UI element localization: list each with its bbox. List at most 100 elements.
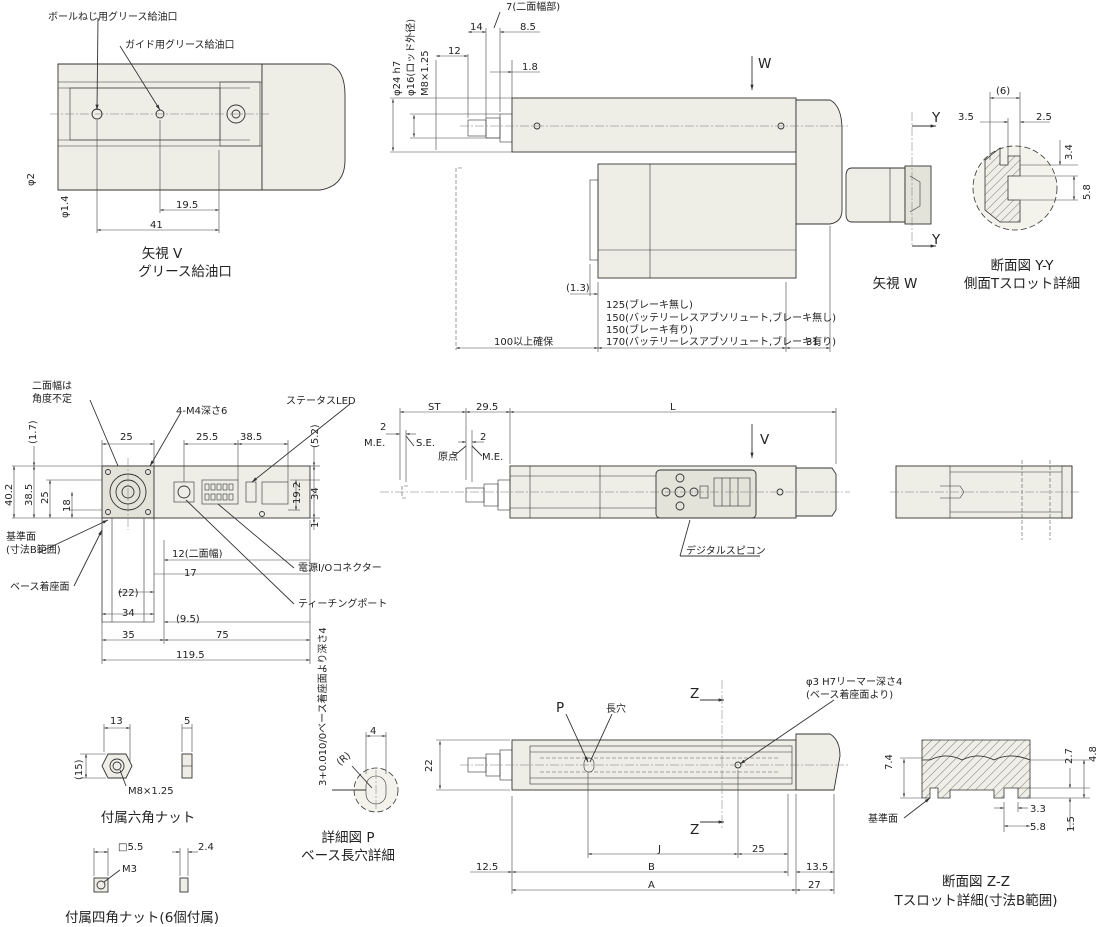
note-flat-width-2: 角度不定	[32, 392, 72, 405]
hex-nut-drawing	[80, 724, 193, 787]
digital-speed-controller-label: デジタルスピコン	[686, 544, 766, 557]
dim-22: (22)	[118, 588, 139, 599]
view-arrow-v: V	[760, 432, 770, 448]
dim-25-top: 25	[120, 432, 133, 443]
dim-40-2: 40.2	[4, 484, 15, 506]
hex-nut-thread: M8×1.25	[128, 786, 174, 797]
label-se: S.E.	[416, 438, 435, 449]
dim-1-8: 1.8	[522, 62, 538, 73]
dim-17: 17	[184, 568, 197, 579]
dim-3-4-yy: 3.4	[1064, 144, 1075, 160]
view-arrow-w: W	[758, 56, 771, 72]
dim-13-nut: 13	[110, 716, 123, 727]
dim-18-v: 18	[62, 499, 73, 512]
dim-22-bottom: 22	[424, 759, 435, 772]
detail-p-title: 詳細図 P	[322, 830, 375, 846]
dim-st: ST	[428, 402, 441, 413]
section-yy-subtitle: 側面Tスロット詳細	[964, 276, 1080, 292]
dim-14: 14	[470, 22, 483, 33]
square-nut-title: 付属四角ナット(6個付属)	[65, 910, 219, 926]
dim-19-5: 19.5	[176, 200, 198, 211]
len-no-brake: 125(ブレーキ無し)	[606, 298, 693, 311]
detail-marker-p: P	[556, 700, 564, 716]
detail-p-slot	[332, 732, 399, 813]
dim-35: 35	[122, 630, 135, 641]
dim-7-flat: 7(二面幅部)	[506, 0, 560, 13]
dim-2-4: 2.4	[198, 842, 214, 853]
dim-15-nut: (15)	[74, 759, 85, 780]
dim-29-5: 29.5	[476, 402, 498, 413]
dim-m8: M8×1.25	[420, 50, 431, 96]
dim-38-5-v: 38.5	[24, 484, 35, 506]
square-nut-drawing	[93, 848, 198, 893]
dim-31: 31	[806, 337, 819, 348]
dim-27: 27	[808, 880, 821, 891]
dim-12: 12	[448, 46, 461, 57]
tap-4-m4: 4-M4深さ6	[176, 405, 227, 417]
dim-sq-5-5: □5.5	[118, 842, 143, 853]
dim-75: 75	[216, 630, 229, 641]
sq-nut-thread: M3	[122, 864, 137, 875]
view-v-title: 矢視 V	[142, 246, 183, 262]
view-v-subtitle: グリース給油口	[138, 264, 232, 280]
dim-3-3: 3.3	[1030, 804, 1046, 815]
slot-radius: (R)	[335, 750, 353, 768]
len-abs-brake: 170(バッテリーレスアブソリュート,ブレーキ有り)	[606, 335, 836, 348]
dim-phi16-rod: φ16(ロッド外径)	[404, 19, 417, 96]
callout-guide-grease: ガイド用グリース給油口	[125, 38, 235, 51]
view-w-shape	[845, 112, 936, 248]
hex-nut-title: 付属六角ナット	[101, 810, 196, 826]
bottom-view-actuator	[436, 680, 850, 894]
dim-34-v: 34	[310, 487, 321, 500]
dim-5-8-yy: 5.8	[1082, 184, 1093, 200]
teaching-port-label: ティーチングポート	[298, 597, 387, 610]
ref-plane-label: 基準面	[6, 530, 36, 543]
view-v-grease-ports	[50, 17, 346, 233]
dim-12-flat: 12(二面幅)	[172, 547, 223, 560]
section-yy-title: 断面図 Y-Y	[991, 258, 1055, 274]
dim-41: 41	[150, 220, 163, 231]
dim-25-bottom: 25	[752, 844, 765, 855]
dim-9-5: (9.5)	[176, 614, 200, 625]
len-abs-no-brake: 150(バッテリーレスアブソリュート,ブレーキ無し)	[606, 311, 836, 324]
side-view-end	[12, 399, 351, 664]
dim-a: A	[648, 880, 655, 891]
dim-6-yy: (6)	[996, 86, 1010, 97]
dim-2-5-yy: 2.5	[1036, 112, 1052, 123]
dim-b: B	[648, 862, 655, 873]
dim-2-right: 2	[480, 432, 486, 443]
power-io-connector-label: 電源I/Oコネクター	[298, 561, 382, 574]
dim-5-8-zz: 5.8	[1030, 822, 1046, 833]
dim-8-5: 8.5	[520, 22, 536, 33]
dim-phi2: φ2	[26, 173, 37, 186]
dim-119-5: 119.5	[176, 650, 205, 661]
dim-2-7: 2.7	[1064, 748, 1075, 764]
dim-1-5: 1.5	[1066, 816, 1077, 832]
dim-25-5: 25.5	[196, 432, 218, 443]
base-seat-label: ベース着座面	[10, 580, 70, 593]
len-brake: 150(ブレーキ有り)	[606, 323, 693, 336]
dim-2-left: 2	[380, 422, 386, 433]
detail-p-subtitle: ベース長穴詳細	[301, 848, 395, 864]
slot-depth-note: 3+0.010/0ベース着座面より深さ4	[316, 627, 329, 786]
section-mark-y-top: Y	[931, 110, 941, 126]
front-view-right-end	[890, 460, 1080, 540]
note-flat-width-1: 二面幅は	[32, 379, 72, 392]
dim-l: L	[670, 402, 676, 413]
label-me-left: M.E.	[364, 438, 385, 449]
dim-25-v: 25	[40, 491, 51, 504]
ream-hole-note: φ3 H7リーマー深さ4	[806, 676, 902, 688]
front-view-actuator	[380, 408, 850, 557]
slot-label: 長穴	[606, 702, 626, 715]
dim-1-7: (1.7)	[28, 420, 39, 444]
ream-hole-ref: (ベース着座面より)	[806, 688, 893, 701]
dim-1-3: (1.3)	[566, 283, 590, 294]
dim-5-nut: 5	[184, 716, 190, 727]
dim-38-5: 38.5	[240, 432, 262, 443]
section-mark-z-bottom: Z	[690, 822, 699, 838]
dim-13-5: 13.5	[806, 862, 828, 873]
dim-4-slot: 4	[370, 726, 376, 737]
dim-3-5-yy: 3.5	[958, 112, 974, 123]
dim-1-v: 1	[310, 522, 321, 528]
